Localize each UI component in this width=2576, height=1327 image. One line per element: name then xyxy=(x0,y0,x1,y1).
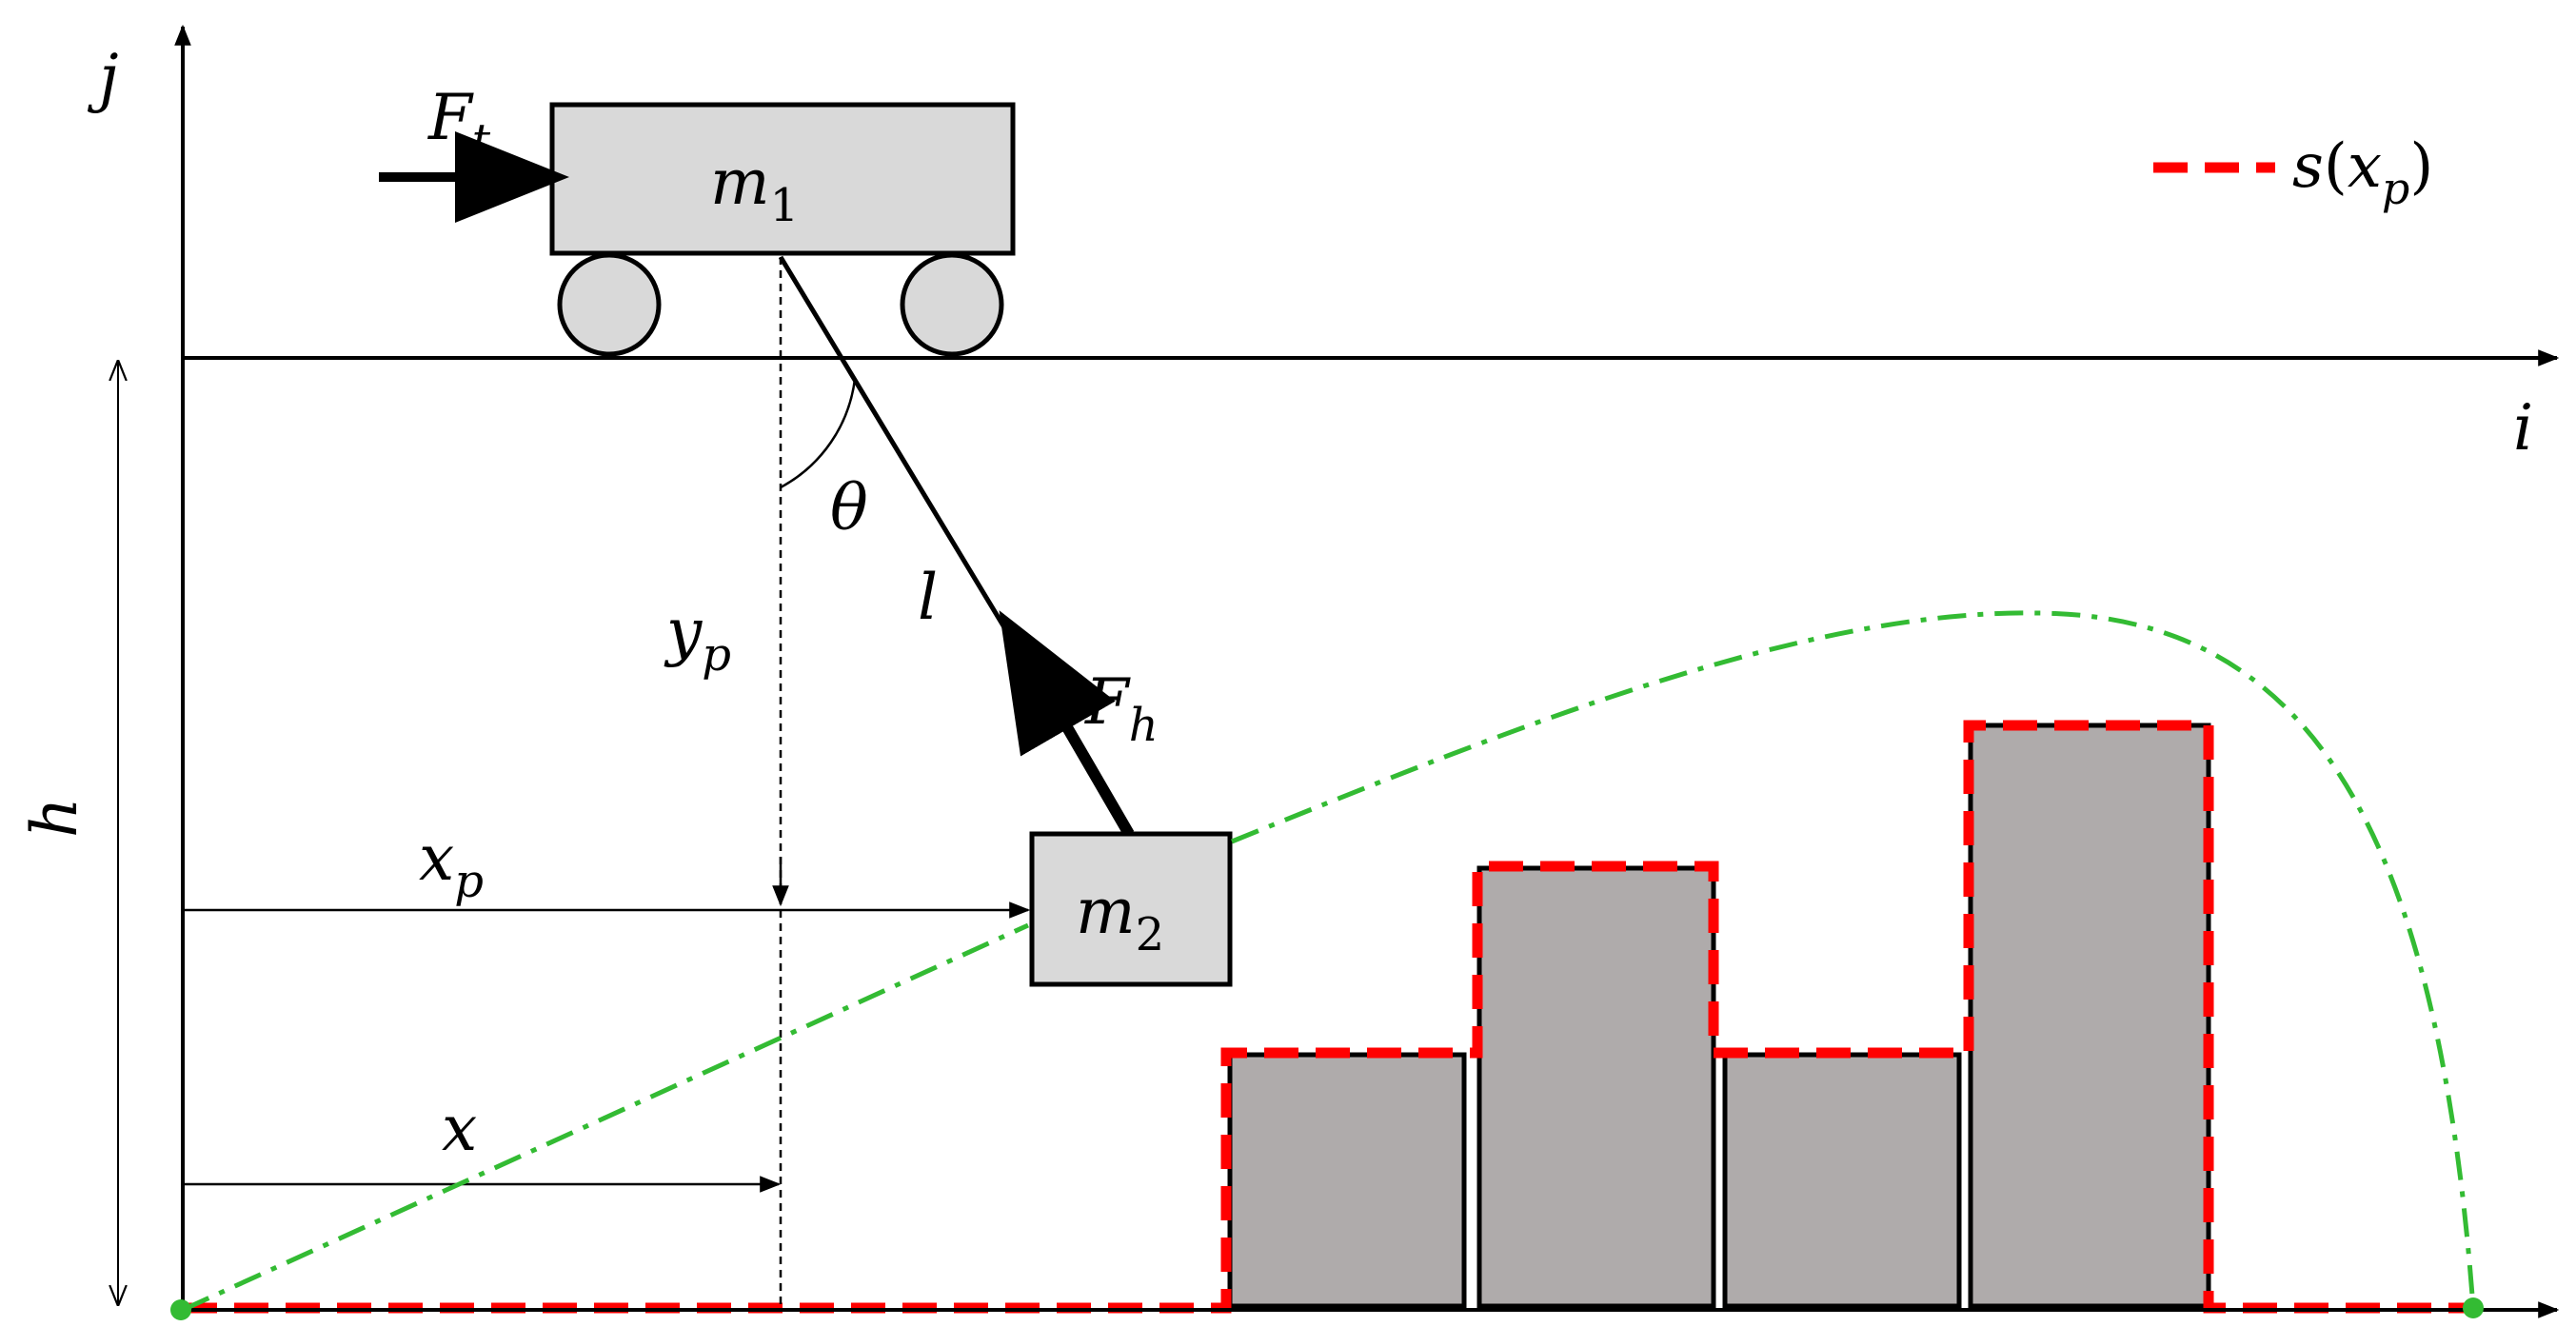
angle-theta-label: θ xyxy=(830,471,868,545)
axes xyxy=(174,24,2560,1318)
cart-mass-label: m1 xyxy=(710,146,799,232)
trajectory-segment-arc xyxy=(1231,610,2476,1309)
force-fh-label: Fh xyxy=(1084,665,1159,752)
trajectory-segment-start xyxy=(181,922,1030,1313)
angle-arc xyxy=(780,378,857,489)
axis-j-label: j xyxy=(87,41,118,114)
cart-wheel-right xyxy=(900,252,1004,357)
obstacle-block-1 xyxy=(1227,1052,1467,1309)
height-label: h xyxy=(18,797,91,838)
force-ft-label: Ft xyxy=(427,81,491,168)
cart-body xyxy=(549,102,1016,256)
trajectory-start-point xyxy=(170,1299,191,1320)
rope-length-label: l xyxy=(918,561,938,634)
obstacle-block-3 xyxy=(1722,1052,1962,1309)
cart-wheel-left xyxy=(557,252,662,357)
obstacle-block-4 xyxy=(1968,723,2211,1309)
boundary-curve xyxy=(183,720,2473,1314)
obstacles xyxy=(1227,723,2211,1309)
obstacle-block-2 xyxy=(1476,865,1716,1309)
x-label: x xyxy=(442,1092,477,1165)
load-mass-label: m2 xyxy=(1076,875,1164,961)
force-fh-arrow xyxy=(999,610,1135,838)
trajectory xyxy=(170,610,2484,1320)
axis-i-label: i xyxy=(2513,391,2533,465)
xp-label: xp xyxy=(419,822,484,908)
load-box xyxy=(1029,831,1233,987)
legend-label: s(xp) xyxy=(2292,131,2433,214)
trajectory-end-point xyxy=(2463,1297,2484,1318)
cart xyxy=(549,102,1016,357)
yp-label: yp xyxy=(664,595,731,682)
legend: s(xp) xyxy=(2153,131,2433,214)
